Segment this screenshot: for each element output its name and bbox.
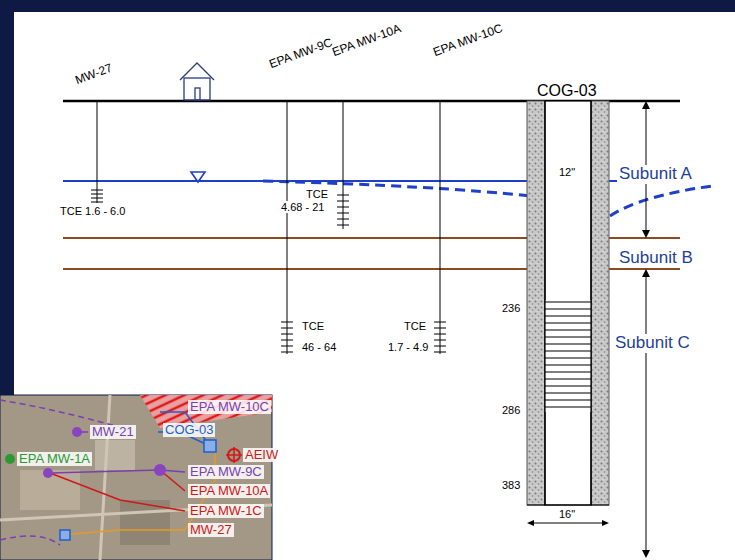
map-label: EPA MW-1A — [17, 452, 92, 466]
unit-name: Subunit C — [613, 334, 692, 353]
map-label: MW-21 — [90, 425, 136, 439]
tce-value: TCE — [302, 320, 324, 332]
map-label: EPA MW-1C — [188, 504, 264, 518]
map-label: MW-27 — [188, 523, 234, 537]
house-icon — [180, 63, 214, 100]
tce-value: TCE — [304, 188, 330, 200]
tce-value: 46 - 64 — [302, 341, 336, 353]
tce-value: 1.7 - 4.9 — [388, 341, 428, 353]
map-label: AEIW — [243, 448, 280, 462]
tce-value: TCE — [404, 320, 426, 332]
tce-value: 4.68 - 21 — [279, 201, 326, 213]
dimension: 12" — [559, 166, 575, 178]
depth-value: 236 — [502, 302, 520, 314]
depth-value: 383 — [502, 479, 520, 491]
map-label: EPA MW-10C — [188, 400, 271, 414]
unit-name: Subunit A — [617, 165, 694, 184]
well-name: COG-03 — [537, 82, 597, 100]
inset-map — [0, 395, 272, 560]
tce-value: TCE 1.6 - 6.0 — [60, 205, 125, 217]
depth-value: 286 — [502, 404, 520, 416]
cog03-well — [527, 101, 609, 505]
dimension: 16" — [557, 508, 577, 520]
map-label: EPA MW-9C — [188, 465, 264, 479]
map-label: COG-03 — [163, 423, 215, 437]
unit-name: Subunit B — [617, 249, 695, 268]
map-label: EPA MW-10A — [188, 484, 270, 498]
